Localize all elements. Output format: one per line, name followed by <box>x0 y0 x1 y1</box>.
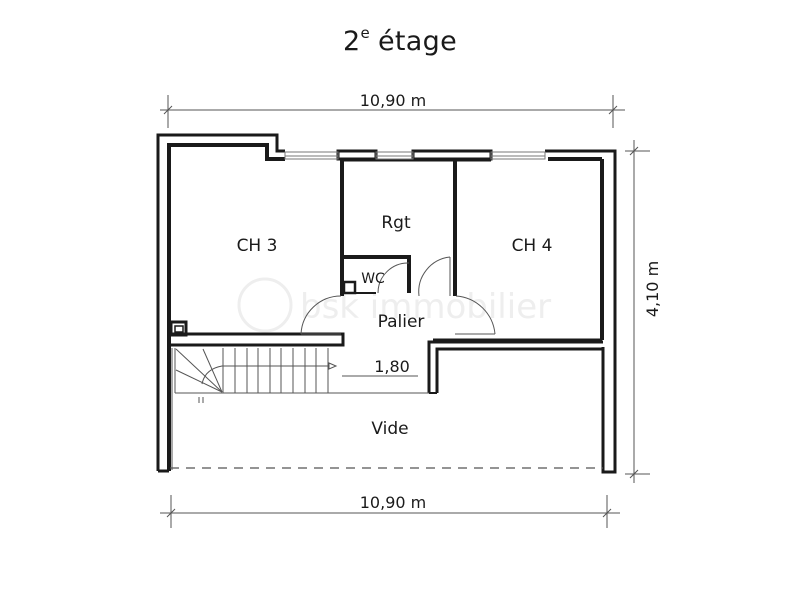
duct-box <box>169 320 188 337</box>
exterior-walls <box>156 133 617 474</box>
top-dimension <box>160 95 625 128</box>
room-label-ch4: CH 4 <box>512 236 553 256</box>
bottom-dimension <box>160 495 620 528</box>
room-label-ch3: CH 3 <box>237 236 278 256</box>
doors <box>300 256 496 335</box>
windows <box>284 151 546 160</box>
room-label-wc: WC <box>361 271 385 287</box>
room-label-rgt: Rgt <box>381 213 411 233</box>
right-dimension <box>625 140 650 483</box>
room-label-vide: Vide <box>371 419 408 439</box>
door-ch3 <box>300 295 342 335</box>
floor-label: étage <box>378 26 457 57</box>
room-label-palier: Palier <box>378 312 425 332</box>
top-wall <box>336 149 493 162</box>
top-width-label: 10,90 m <box>360 91 426 110</box>
door-ch4 <box>455 295 496 335</box>
staircase <box>174 348 429 403</box>
bottom-width-label: 10,90 m <box>360 493 426 512</box>
interior-walls <box>169 160 603 394</box>
door-rgt <box>418 256 451 297</box>
right-height-label: 4,10 m <box>643 261 662 317</box>
door-wc <box>377 262 410 294</box>
watermark-text: bsk immobilier <box>300 287 551 327</box>
watermark-logo-icon <box>237 277 293 333</box>
floor-number: 2 <box>342 26 361 57</box>
floor-superscript: e <box>360 24 370 42</box>
stair-width-label: 1,80 <box>374 357 410 376</box>
